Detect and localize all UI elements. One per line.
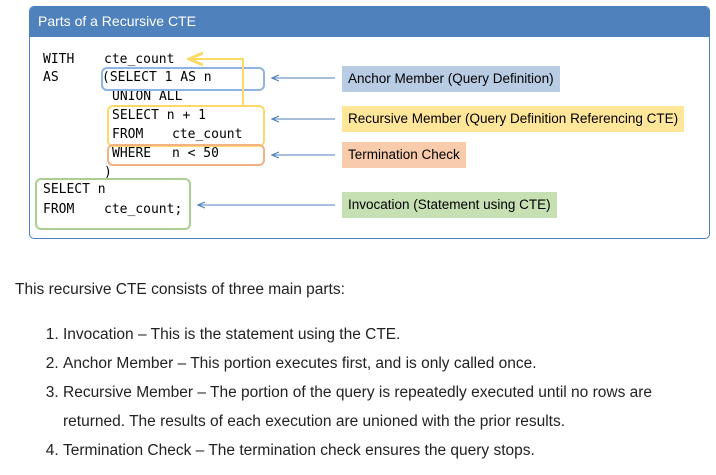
code-where-keyword: WHERE [112,146,152,161]
termination-box [107,144,265,166]
code-anchor-select: (SELECT 1 AS n [102,70,212,85]
invocation-box [35,178,191,230]
anchor-label: Anchor Member (Query Definition) [342,66,560,92]
list-item: Recursive Member – The portion of the qu… [63,378,713,436]
code-where-condition: n < 50 [172,146,219,161]
code-close-paren: ) [104,165,112,180]
diagram-header: Parts of a Recursive CTE [30,7,709,37]
code-invocation-from-keyword: FROM [43,202,75,217]
code-recursive-from-keyword: FROM [112,127,144,142]
recursion-reference-arrow [189,59,244,107]
recursive-box [107,105,265,147]
code-as-keyword: AS [43,70,59,85]
code-recursive-from-table: cte_count [172,127,243,142]
parts-list: Invocation – This is the statement using… [28,320,713,465]
description-text: This recursive CTE consists of three mai… [15,281,345,298]
code-invocation-from-table: cte_count; [104,202,183,217]
recursive-label: Recursive Member (Query Definition Refer… [342,106,685,132]
diagram-title: Parts of a Recursive CTE [38,13,196,29]
code-cte-name: cte_count [104,52,175,67]
list-item: Termination Check – The termination chec… [63,436,713,465]
anchor-box [101,67,265,91]
code-union-all: UNION ALL [112,89,183,104]
code-recursive-select: SELECT n + 1 [112,108,206,123]
list-item: Invocation – This is the statement using… [63,320,713,349]
code-with-keyword: WITH [43,52,75,67]
termination-label: Termination Check [342,142,466,168]
invocation-label: Invocation (Statement using CTE) [342,192,557,218]
code-invocation-select: SELECT n [43,182,106,197]
list-item: Anchor Member – This portion executes fi… [63,349,713,378]
